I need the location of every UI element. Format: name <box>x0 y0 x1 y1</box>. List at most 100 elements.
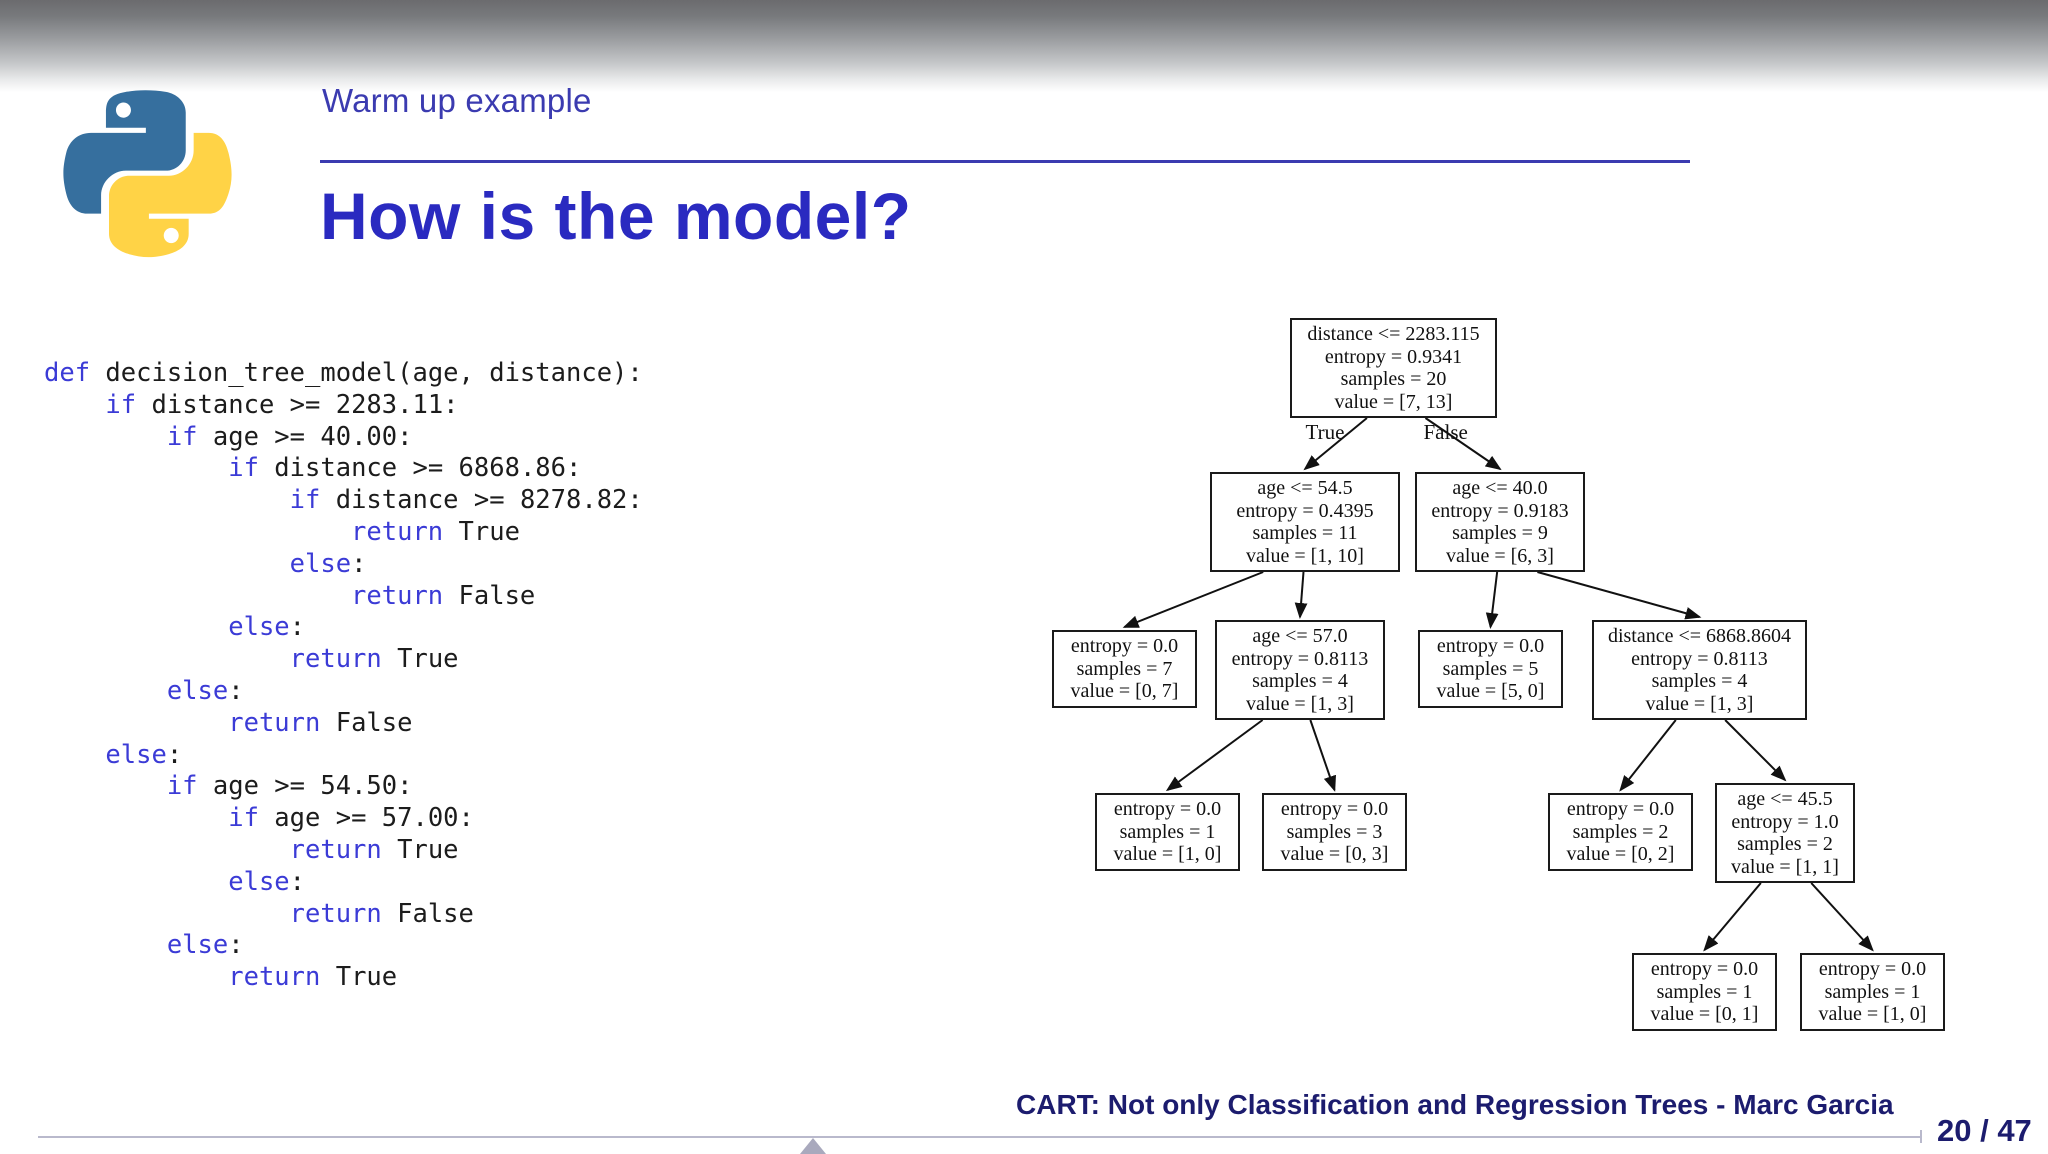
code-line: return True <box>44 644 643 676</box>
nav-up-triangle-icon[interactable] <box>800 1138 826 1154</box>
code-line: return True <box>44 962 643 994</box>
tree-node-line: samples = 7 <box>1076 657 1173 680</box>
code-text: age >= 54.50: <box>197 771 413 802</box>
tree-node-line: entropy = 0.9341 <box>1324 345 1463 368</box>
tree-node-line: value = [0, 3] <box>1280 843 1389 866</box>
code-keyword: if <box>228 453 259 484</box>
code-text <box>44 962 228 992</box>
code-text <box>44 453 228 483</box>
code-keyword: else <box>228 612 290 643</box>
tree-edge <box>1537 571 1702 620</box>
code-text: distance >= 8278.82: <box>320 485 643 516</box>
tree-node-line: entropy = 0.0 <box>1113 798 1222 821</box>
code-keyword: return <box>289 644 382 675</box>
code-line: else: <box>44 612 643 644</box>
tree-edge <box>1724 719 1787 782</box>
page-title: How is the model? <box>320 179 912 253</box>
tree-edge <box>1619 719 1677 792</box>
code-keyword: def <box>44 358 91 388</box>
code-text: : <box>228 930 244 961</box>
code-line: else: <box>44 867 643 899</box>
code-line: return False <box>44 899 643 931</box>
tree-node-line: entropy = 1.0 <box>1731 810 1839 833</box>
tree-edge-label: True <box>1305 420 1345 444</box>
footer-divider-cap <box>1920 1130 1922 1143</box>
code-text <box>44 485 290 515</box>
tree-edges-svg <box>1122 417 1874 952</box>
tree-node-line: value = [1, 1] <box>1731 855 1839 878</box>
tree-node-line: value = [1, 0] <box>1113 843 1222 866</box>
tree-node-line: entropy = 0.8113 <box>1631 647 1768 670</box>
tree-node-line: value = [1, 3] <box>1246 692 1354 715</box>
python-logo-icon <box>58 78 238 258</box>
footer-divider <box>38 1136 1922 1138</box>
tree-node-line: samples = 2 <box>1572 820 1669 843</box>
code-keyword: else <box>228 866 290 897</box>
code-line: if age >= 54.50: <box>44 771 643 803</box>
code-text: False <box>443 580 536 611</box>
code-text: : <box>351 548 367 579</box>
tree-node-line: entropy = 0.0 <box>1566 798 1675 821</box>
code-line: else: <box>44 549 643 581</box>
code-text: True <box>381 644 459 675</box>
code-text <box>44 612 228 642</box>
code-text: False <box>320 707 413 738</box>
code-keyword: if <box>289 485 321 516</box>
tree-edge <box>1810 882 1874 952</box>
code-text <box>44 930 167 960</box>
tree-node-line: samples = 5 <box>1442 657 1539 680</box>
tree-node-line: entropy = 0.0 <box>1070 635 1179 658</box>
code-line: if distance >= 6868.86: <box>44 453 643 485</box>
code-keyword: if <box>228 803 259 834</box>
page-number: 20 / 47 <box>1937 1113 2032 1148</box>
tree-edge <box>1294 571 1308 619</box>
tree-edge <box>1485 571 1499 629</box>
code-keyword: if <box>105 389 137 420</box>
code-text: distance >= 2283.11: <box>136 389 459 420</box>
tree-node-line: entropy = 0.0 <box>1436 635 1545 658</box>
code-text <box>44 803 228 833</box>
tree-node-line: value = [7, 13] <box>1334 390 1453 413</box>
tree-edge <box>1165 719 1264 792</box>
code-text <box>44 390 105 420</box>
code-line: else: <box>44 930 643 962</box>
tree-node-line: entropy = 0.8113 <box>1231 647 1369 670</box>
code-keyword: return <box>228 962 321 993</box>
code-text: False <box>381 898 474 929</box>
code-text <box>44 422 167 452</box>
code-text: True <box>443 516 520 547</box>
code-keyword: else <box>166 930 229 961</box>
code-text <box>44 740 105 770</box>
code-keyword: return <box>289 898 382 929</box>
tree-node-line: entropy = 0.0 <box>1818 958 1927 981</box>
code-line: return True <box>44 517 643 549</box>
code-text: decision_tree_model(age, distance): <box>90 358 643 388</box>
code-text <box>44 867 228 897</box>
code-keyword: else <box>166 675 229 706</box>
tree-node-line: value = [0, 2] <box>1566 843 1675 866</box>
tree-node-line: age <= 54.5 <box>1257 477 1353 499</box>
code-text: : <box>166 739 183 770</box>
code-line: else: <box>44 676 643 708</box>
code-text <box>44 581 351 611</box>
code-text <box>44 771 167 801</box>
tree-node-line: value = [1, 10] <box>1246 544 1364 567</box>
code-line: if age >= 57.00: <box>44 803 643 835</box>
tree-node-line: samples = 4 <box>1651 670 1748 692</box>
tree-node-line: samples = 4 <box>1252 670 1348 692</box>
code-keyword: return <box>289 834 382 865</box>
tree-node-line: value = [5, 0] <box>1436 680 1545 703</box>
tree-node-line: value = [1, 3] <box>1645 692 1754 715</box>
tree-node-line: value = [0, 7] <box>1070 680 1179 703</box>
